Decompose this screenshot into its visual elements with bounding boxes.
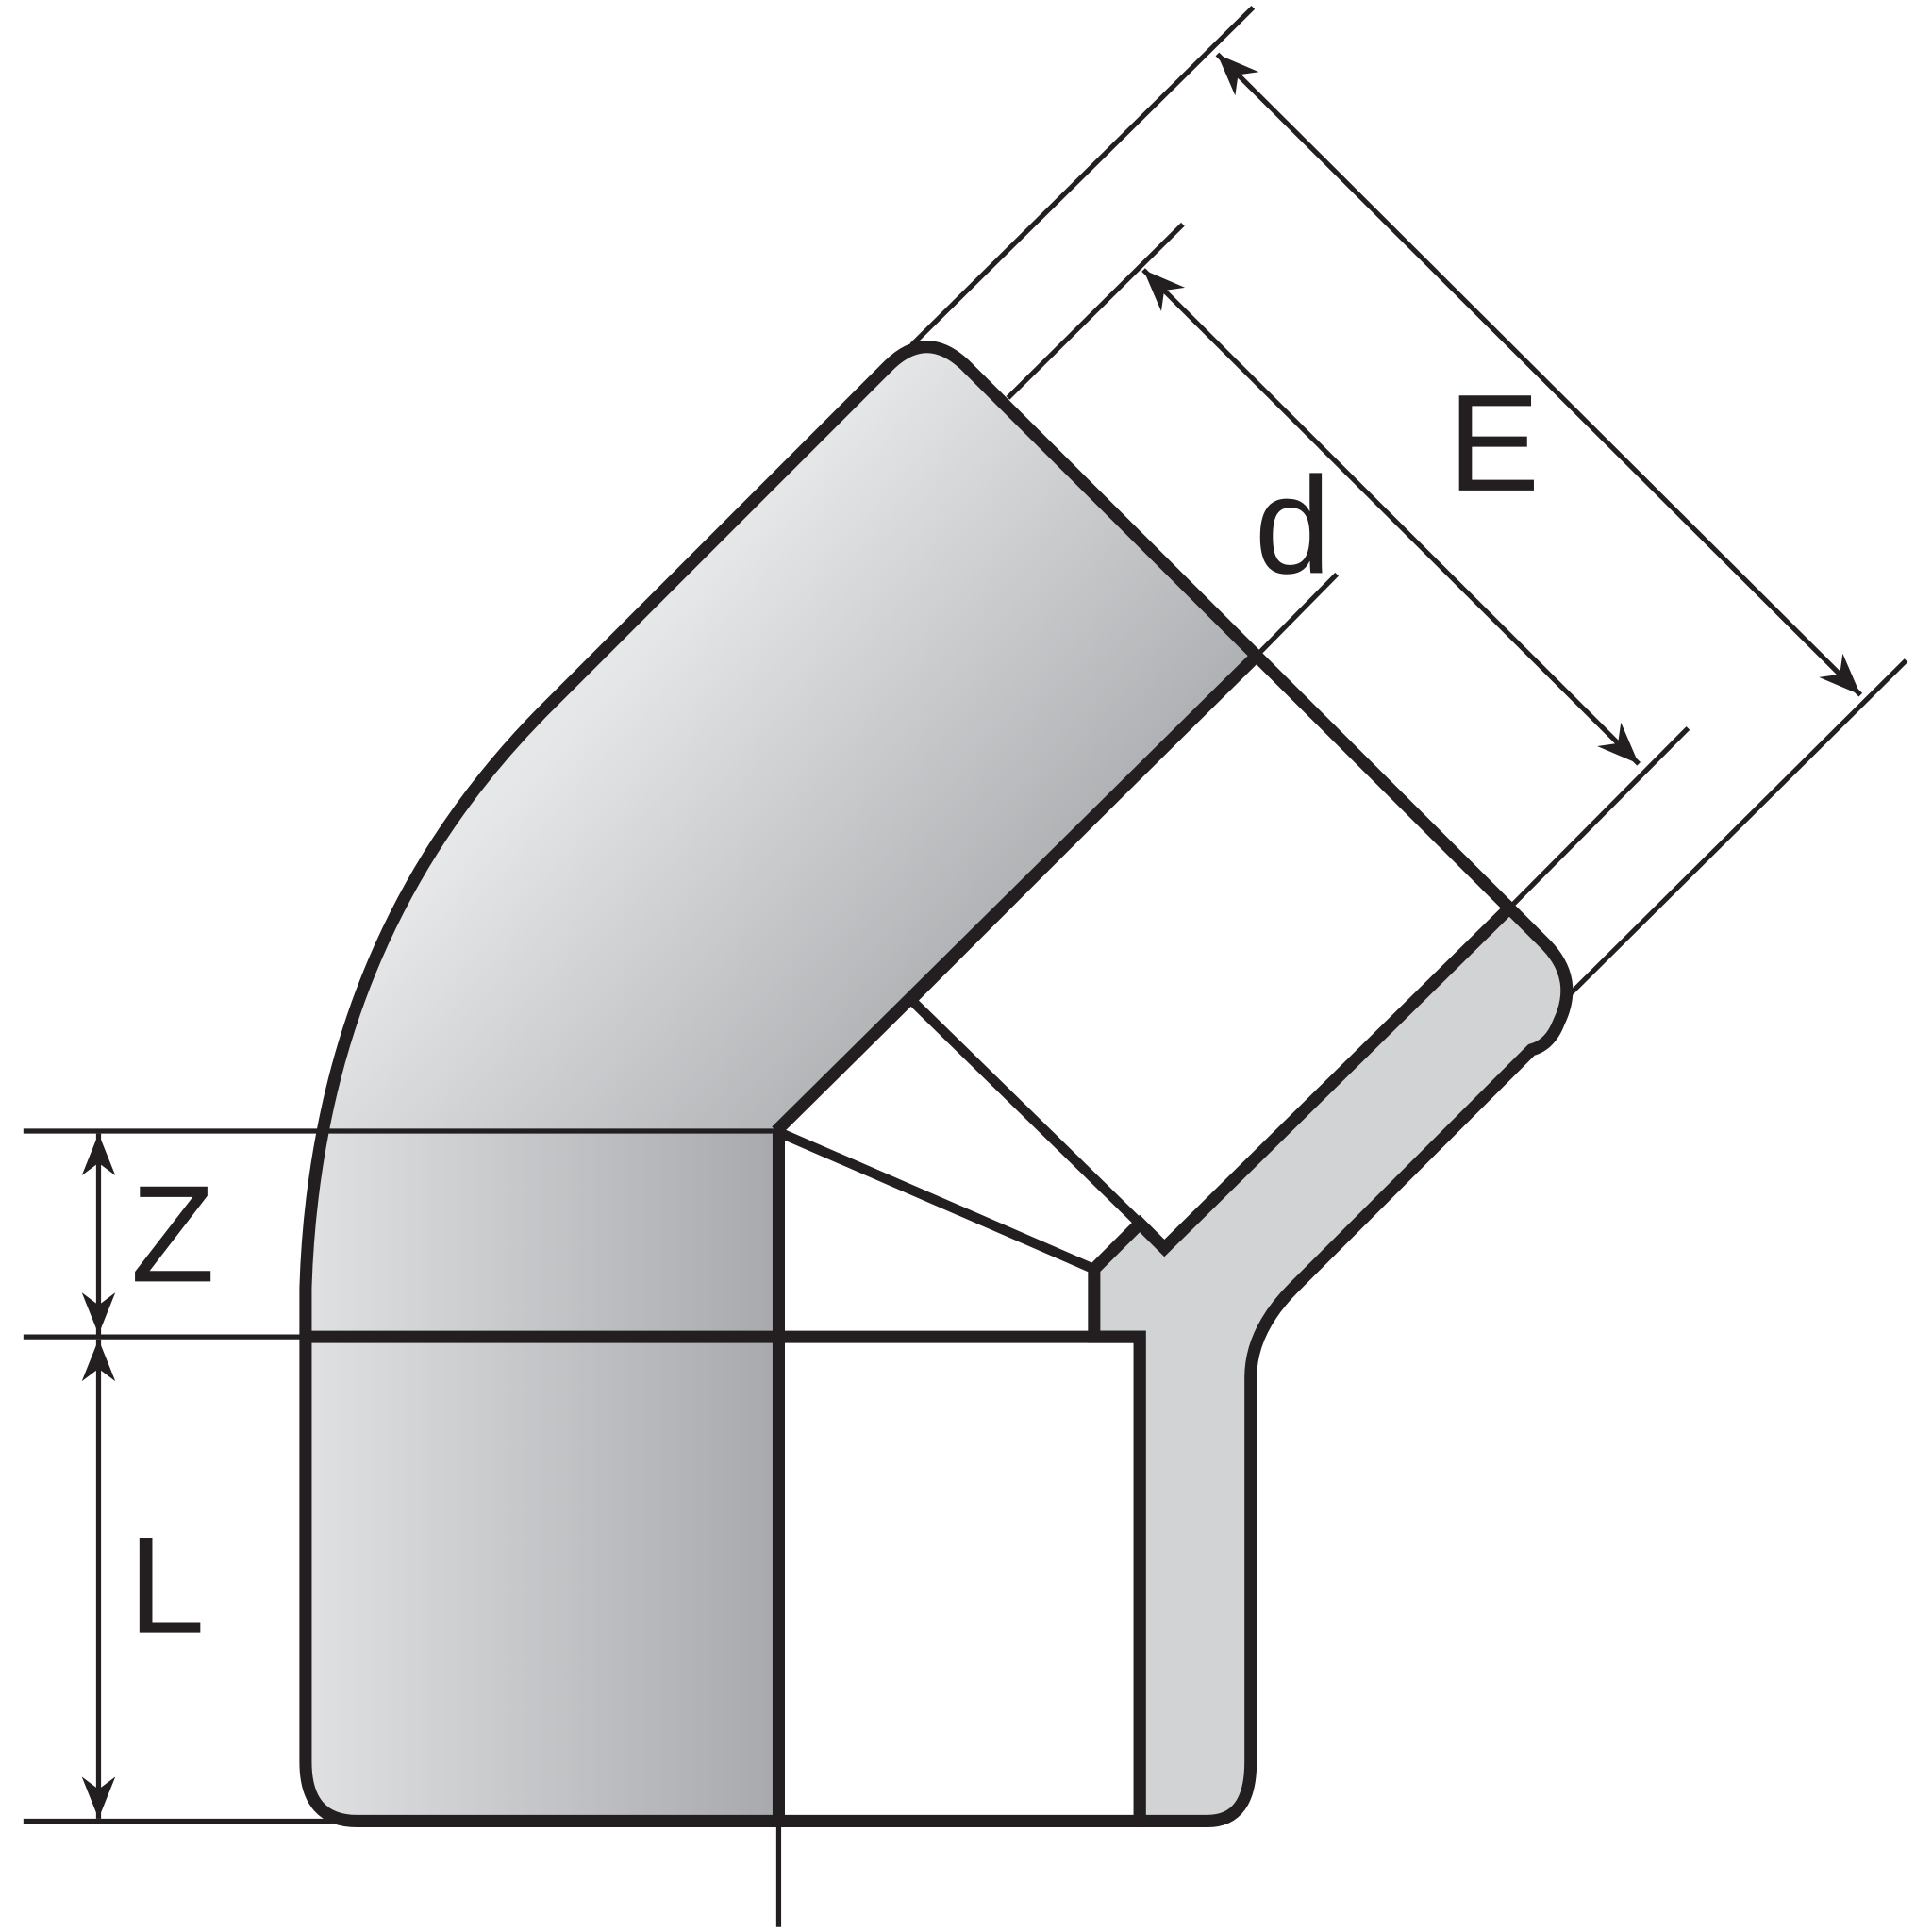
- label-L: L: [128, 1508, 205, 1662]
- elbow-lower-body: [305, 1131, 776, 1822]
- elbow-section-wall: [1088, 899, 1574, 1827]
- socket-bore-lower: [305, 1330, 1146, 1822]
- dimension-d: [1141, 268, 1641, 766]
- label-d: d: [1255, 448, 1331, 602]
- label-Z: Z: [130, 1157, 214, 1310]
- elbow-upper-body: [323, 346, 1257, 1132]
- socket-edge-inner: [1253, 652, 1513, 912]
- elbow-outline: [299, 341, 1514, 1827]
- label-E: E: [1448, 366, 1541, 520]
- bore-chamfer: [774, 1126, 1096, 1274]
